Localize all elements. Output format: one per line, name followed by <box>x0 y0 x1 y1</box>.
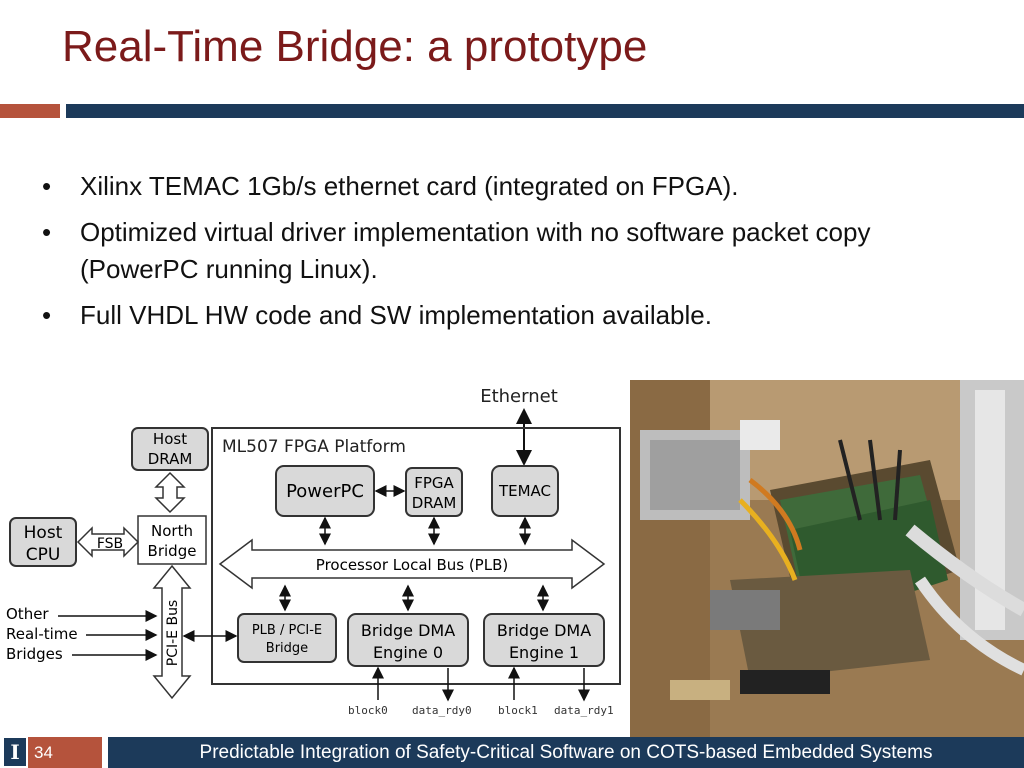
bullet-item: Optimized virtual driver implementation … <box>42 214 902 288</box>
signal-label: data_rdy1 <box>554 704 614 717</box>
fpga-dram-label-1: FPGA <box>414 474 454 492</box>
temac-box <box>491 465 559 517</box>
fpga-dram-box <box>405 467 463 517</box>
platform-label: ML507 FPGA Platform <box>222 437 406 457</box>
signal-label: data_rdy0 <box>412 704 472 717</box>
dma-engine-1-label-2: Engine 1 <box>509 643 579 662</box>
north-bridge-label-1: North <box>151 522 193 540</box>
page-number: 34 <box>28 737 102 768</box>
dma-engine-1-box <box>483 613 605 667</box>
host-dram-box <box>131 427 209 471</box>
slide-title: Real-Time Bridge: a prototype <box>62 22 648 71</box>
university-logo: I <box>4 738 26 766</box>
powerpc-box <box>275 465 375 517</box>
north-bridge-label-2: Bridge <box>148 542 197 560</box>
fpga-platform-box <box>211 427 621 685</box>
dma-engine-1-label-1: Bridge DMA <box>497 621 591 640</box>
plb-bus-arrow <box>218 538 606 590</box>
plb-pcie-bridge-label-1: PLB / PCI-E <box>252 623 322 638</box>
temac-label: TEMAC <box>498 482 551 500</box>
host-dram-label-2: DRAM <box>148 450 193 468</box>
title-rule <box>66 104 1024 118</box>
memory-bus-arrow <box>154 471 186 514</box>
host-dram-label-1: Host <box>153 430 187 448</box>
fsb-arrow <box>76 526 140 558</box>
host-cpu-box <box>9 517 77 567</box>
signal-label: block1 <box>498 704 538 717</box>
bullet-item: Full VHDL HW code and SW implementation … <box>42 297 902 334</box>
host-cpu-label-2: CPU <box>26 545 61 565</box>
fpga-dram-label-2: DRAM <box>412 494 457 512</box>
other-bridges-label-1: Other <box>6 605 49 623</box>
other-bridges-label-3: Bridges <box>6 645 63 663</box>
bullet-item: Xilinx TEMAC 1Gb/s ethernet card (integr… <box>42 168 902 205</box>
dma-engine-0-label-1: Bridge DMA <box>361 621 455 640</box>
other-bridges-label-2: Real-time <box>6 625 78 643</box>
plb-pcie-bridge-label-2: Bridge <box>266 641 308 656</box>
plb-label: Processor Local Bus (PLB) <box>316 556 508 574</box>
plb-pcie-bridge-box <box>237 613 337 663</box>
dma-engine-0-box <box>347 613 469 667</box>
architecture-diagram: Ethernet ML507 FPGA Platform Host DRAM N… <box>6 386 621 717</box>
pcie-bus-label: PCI-E Bus <box>165 600 181 666</box>
host-cpu-label-1: Host <box>24 523 63 543</box>
title-rule-accent <box>0 104 60 118</box>
signal-label: block0 <box>348 704 388 717</box>
ethernet-label: Ethernet <box>480 386 558 407</box>
bullet-list: Xilinx TEMAC 1Gb/s ethernet card (integr… <box>42 168 902 343</box>
powerpc-label: PowerPC <box>286 481 364 502</box>
footer-text: Predictable Integration of Safety-Critic… <box>108 737 1024 768</box>
north-bridge-box <box>137 515 207 565</box>
pcie-bus-arrow <box>152 564 192 700</box>
fsb-label: FSB <box>97 536 123 552</box>
prototype-photo <box>630 380 1024 738</box>
dma-engine-0-label-2: Engine 0 <box>373 643 443 662</box>
